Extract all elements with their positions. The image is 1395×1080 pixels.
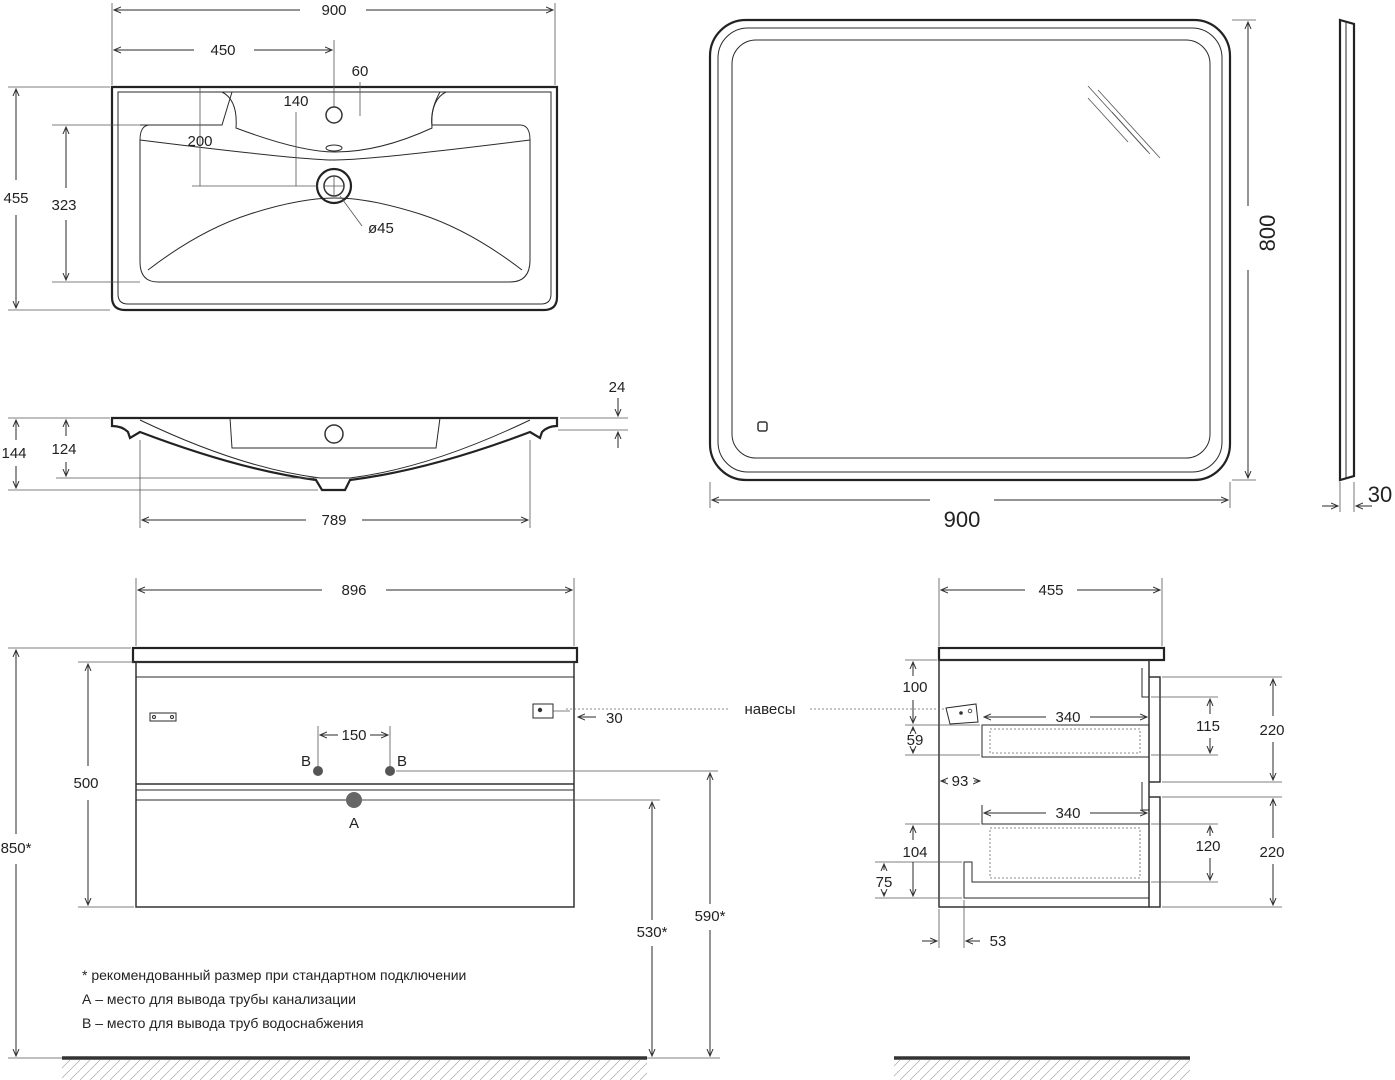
drain-offset-label: 200	[187, 133, 212, 150]
drawer2-offset-label: 104	[902, 844, 927, 861]
plinth-setback-label: 53	[990, 933, 1007, 950]
door2-height-label: 220	[1259, 844, 1284, 861]
sink-half-label: 450	[210, 42, 235, 59]
tap-bowl-label: 140	[283, 93, 308, 110]
cabinet-depth-label: 455	[1038, 582, 1063, 599]
sink-bottom-label: 789	[321, 512, 346, 529]
drawer1-inner-label: 115	[1196, 718, 1220, 735]
water-pipe-label-left: B	[301, 753, 311, 770]
pipe-spacing-label: 150	[341, 727, 366, 744]
sink-rim-label: 24	[609, 379, 626, 396]
sink-bowl-height-label: 124	[51, 441, 76, 458]
sink-total-height-label: 144	[1, 445, 26, 462]
cabinet-front-view: 30 150 B B A 896 500 850* 53	[1, 578, 726, 1056]
note-recommended: * рекомендованный размер при стандартном…	[82, 967, 466, 983]
mirror-side-view: 30	[1322, 18, 1392, 512]
note-water: В – место для вывода труб водоснабжения	[82, 1015, 364, 1031]
door1-height-label: 220	[1259, 722, 1284, 739]
mirror-width-label: 900	[944, 507, 981, 532]
drain-pipe-label: A	[349, 815, 359, 832]
sink-width-label: 900	[321, 2, 346, 19]
drawer2-inner-label: 120	[1195, 838, 1220, 855]
water-pipe-label-right: B	[397, 753, 407, 770]
mirror-depth-label: 30	[1368, 482, 1392, 507]
drawer1-height-label: 59	[907, 732, 924, 749]
cabinet-side-view: навесы 455 100 59 104 75 93 340	[566, 578, 1285, 950]
drawer1-depth-label: 340	[1055, 709, 1080, 726]
hinge-label: навесы	[744, 701, 795, 718]
sink-side-view: 24 144 124 789	[1, 379, 628, 529]
mirror-height-label: 800	[1255, 215, 1280, 252]
tap-offset-label: 60	[352, 63, 369, 80]
water-height-label: 590*	[695, 908, 726, 925]
plinth-height-label: 75	[876, 874, 893, 891]
hinge-offset-label: 30	[606, 710, 623, 727]
drain-height-label: 530*	[637, 924, 668, 941]
legend-notes: * рекомендованный размер при стандартном…	[82, 967, 466, 1031]
note-drain: А – место для вывода трубы канализации	[82, 991, 356, 1007]
cabinet-width-label: 896	[341, 582, 366, 599]
total-height-label: 850*	[1, 840, 32, 857]
drawer2-depth-label: 340	[1055, 805, 1080, 822]
bowl-depth-label: 323	[51, 197, 76, 214]
sink-top-view: 900 450 60 140 200 455 323 ø45	[3, 2, 559, 312]
drain-diameter-label: ø45	[368, 220, 394, 237]
top-gap-label: 100	[902, 679, 927, 696]
floor-line	[8, 1056, 1190, 1080]
mirror-front-view: 900 800	[708, 18, 1280, 532]
cabinet-body-height-label: 500	[73, 775, 98, 792]
drawer-setback-label: 93	[952, 773, 969, 790]
sink-depth-label: 455	[3, 190, 28, 207]
